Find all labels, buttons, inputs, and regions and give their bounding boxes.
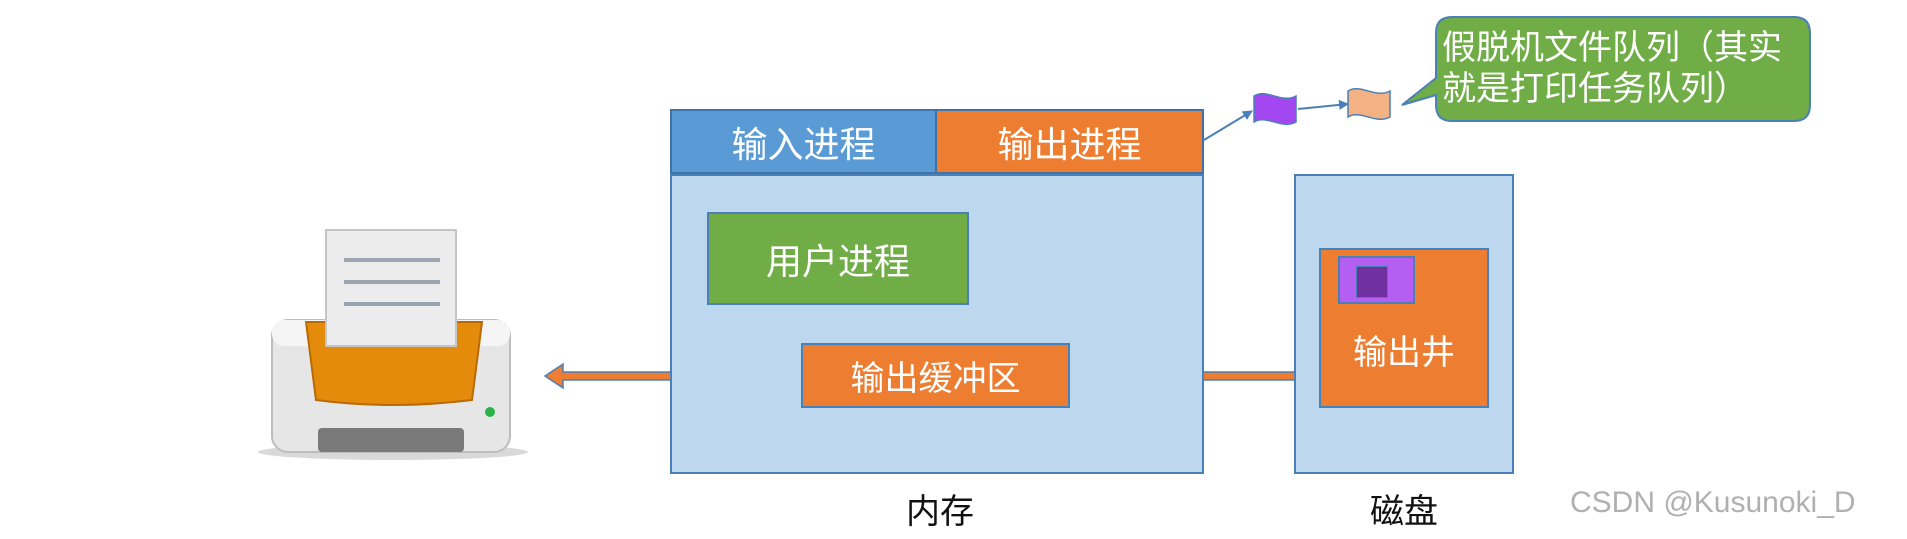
- output-buffer-label: 输出缓冲区: [850, 359, 1021, 399]
- output-buffer-box: 输出缓冲区: [801, 343, 1070, 408]
- printer-icon: [258, 229, 528, 460]
- memory-caption: 内存: [906, 492, 974, 532]
- output-well-label: 输出井: [1353, 332, 1455, 373]
- input-process-box: 输入进程: [670, 109, 937, 174]
- output-process-box: 输出进程: [935, 109, 1204, 174]
- output-well-task-inner: [1356, 266, 1388, 298]
- connector-output-process-to-queue: [1203, 110, 1253, 141]
- callout-text: 假脱机文件队列（其实就是打印任务队列）: [1442, 28, 1782, 109]
- output-process-label: 输出进程: [997, 124, 1142, 166]
- user-process-box: 用户进程: [707, 212, 969, 305]
- user-process-label: 用户进程: [765, 241, 910, 283]
- spool-queue-item-1: [1253, 93, 1297, 125]
- disk-caption: 磁盘: [1370, 492, 1438, 532]
- input-process-label: 输入进程: [731, 124, 876, 166]
- connector-queue-link: [1297, 99, 1349, 110]
- spool-queue-item-2: [1347, 88, 1391, 120]
- watermark: CSDN @Kusunoki_D: [1570, 486, 1856, 519]
- callout-bubble: [1401, 16, 1811, 122]
